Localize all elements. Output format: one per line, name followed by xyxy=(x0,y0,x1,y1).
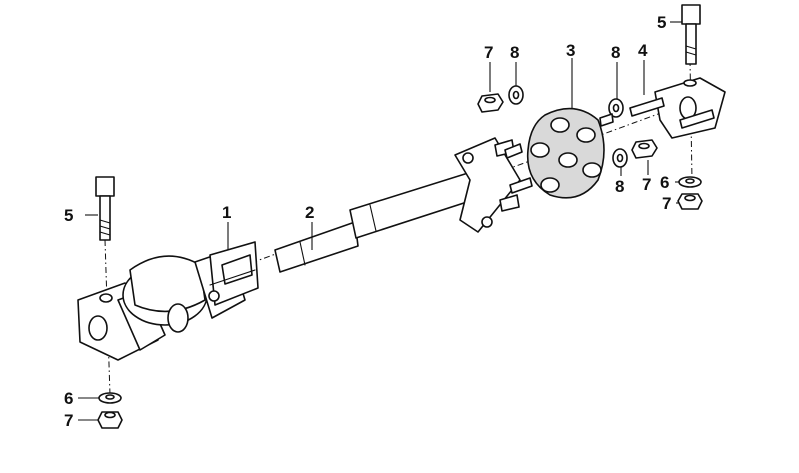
bracket-with-studs xyxy=(629,77,726,139)
callout-2: 2 xyxy=(305,203,314,222)
callout-7-mid: 7 xyxy=(642,175,651,194)
callout-6-left: 6 xyxy=(64,389,73,408)
spring-washer-low xyxy=(612,148,628,168)
callout-5-right: 5 xyxy=(657,13,666,32)
callout-8-mid: 8 xyxy=(611,43,620,62)
washer-right-lower xyxy=(678,176,702,188)
callout-6-right: 6 xyxy=(660,173,669,192)
spring-washer-top xyxy=(508,85,524,105)
nut-right xyxy=(677,193,703,210)
callout-1: 1 xyxy=(222,203,231,222)
callout-5-left: 5 xyxy=(64,206,73,225)
callout-labels: 1 2 3 4 5 5 6 6 7 7 7 7 8 8 8 xyxy=(64,13,671,430)
leader-lines xyxy=(78,21,682,421)
callout-8-low: 8 xyxy=(615,177,624,196)
coupling-bolts xyxy=(504,113,614,194)
nut-left xyxy=(97,411,123,429)
callout-8-top: 8 xyxy=(510,43,519,62)
callout-7-left: 7 xyxy=(64,411,73,430)
universal-joint xyxy=(77,241,259,361)
callout-7-right: 7 xyxy=(662,194,671,213)
steering-shaft xyxy=(274,137,521,273)
spring-washer-mid xyxy=(608,98,624,118)
callout-7-top: 7 xyxy=(484,43,493,62)
bolt-right xyxy=(681,4,701,65)
nut-mid xyxy=(631,139,658,159)
nut-top xyxy=(477,93,504,113)
bolt-left xyxy=(95,176,115,241)
washer-left xyxy=(98,392,122,404)
flex-coupling-disc xyxy=(526,107,605,199)
callout-3: 3 xyxy=(566,41,575,60)
callout-4: 4 xyxy=(638,41,648,60)
